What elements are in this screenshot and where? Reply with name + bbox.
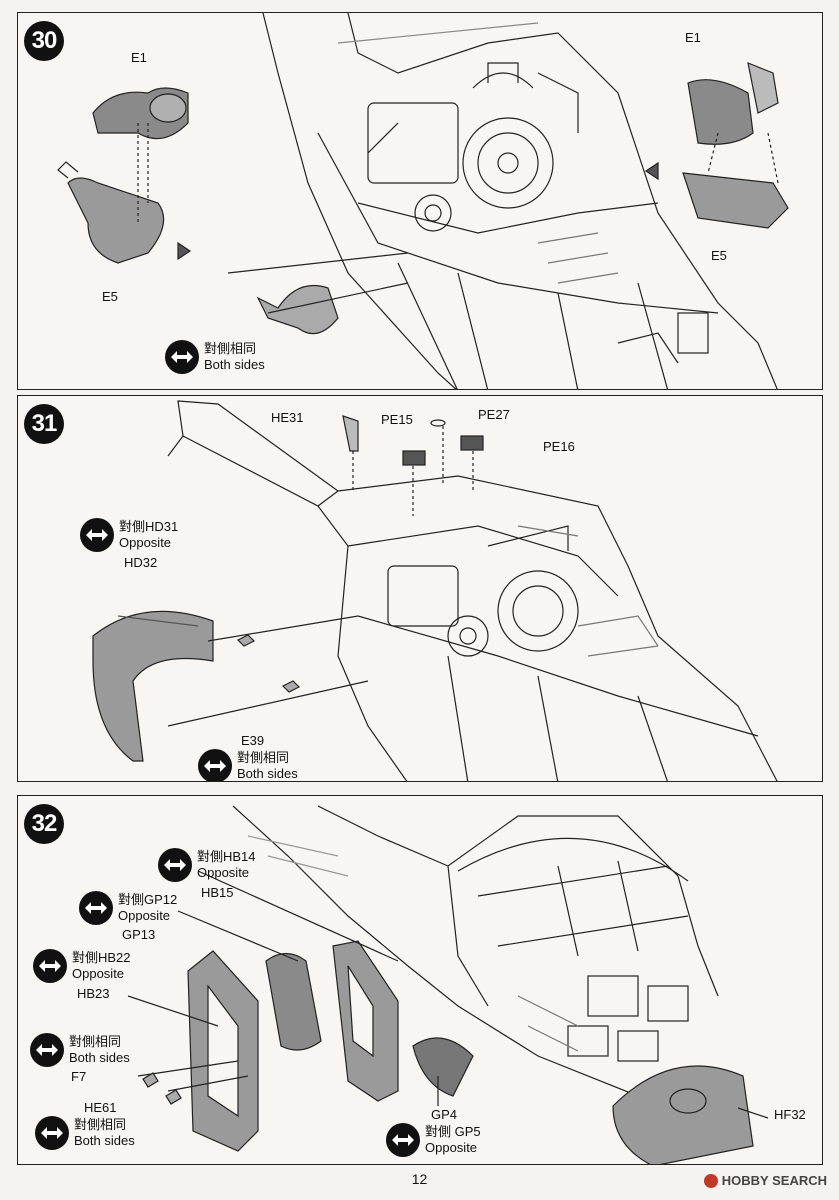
page-number: 12 xyxy=(411,1171,428,1187)
note-english: Both sides xyxy=(237,766,298,781)
step-31-panel: 31 xyxy=(17,395,823,782)
step-31-illustration xyxy=(92,400,778,781)
part-label-e1-right: E1 xyxy=(685,30,701,45)
step-32-illustration xyxy=(127,805,769,1164)
part-label-gp13: GP13 xyxy=(122,927,156,942)
part-label-e5: E5 xyxy=(102,289,118,304)
note-english: Both sides xyxy=(74,1133,135,1148)
step-number: 30 xyxy=(24,21,64,61)
note-chinese: 對側HB14 xyxy=(197,849,256,864)
part-label-e1: E1 xyxy=(131,50,147,65)
part-label-e5-right: E5 xyxy=(711,248,727,263)
double-arrow-icon xyxy=(30,1033,64,1067)
part-label-hf32: HF32 xyxy=(774,1107,806,1122)
note-chinese: 對側 GP5 xyxy=(425,1124,481,1139)
double-arrow-icon xyxy=(80,518,114,552)
part-label-f7: F7 xyxy=(71,1069,87,1084)
double-arrow-icon xyxy=(33,949,67,983)
part-label-he61: HE61 xyxy=(84,1100,117,1115)
step-30-panel: 30 xyxy=(17,12,823,390)
note-english: Opposite xyxy=(425,1140,478,1155)
note-chinese: 對側相同 xyxy=(237,750,290,765)
step-number: 32 xyxy=(24,804,64,844)
note-chinese: 對側相同 xyxy=(204,341,257,356)
double-arrow-icon xyxy=(35,1116,69,1150)
part-label-he31: HE31 xyxy=(271,410,304,425)
part-label-pe16: PE16 xyxy=(543,439,575,454)
part-label-hb15: HB15 xyxy=(201,885,234,900)
part-label-pe15: PE15 xyxy=(381,412,413,427)
note-english: Both sides xyxy=(69,1050,130,1065)
note-english: Both sides xyxy=(204,357,265,372)
watermark: HOBBY SEARCH xyxy=(703,1173,827,1188)
double-arrow-icon xyxy=(386,1123,420,1157)
double-arrow-icon xyxy=(198,749,232,781)
watermark-text: HOBBY SEARCH xyxy=(721,1173,827,1188)
step-32-panel: 32 xyxy=(17,795,823,1165)
hobby-search-logo-icon xyxy=(703,1173,718,1188)
step-number: 31 xyxy=(24,404,64,444)
note-chinese: 對側HB22 xyxy=(72,950,131,965)
note-chinese: 對側相同 xyxy=(74,1117,127,1132)
step-30-illustration xyxy=(57,13,789,389)
note-english: Opposite xyxy=(197,865,250,880)
note-chinese: 對側GP12 xyxy=(118,892,178,907)
note-chinese: 對側HD31 xyxy=(119,519,179,534)
double-arrow-icon xyxy=(79,891,113,925)
note-english: Opposite xyxy=(118,908,171,923)
note-chinese: 對側相同 xyxy=(69,1034,122,1049)
note-english: Opposite xyxy=(119,535,172,550)
double-arrow-icon xyxy=(165,340,199,374)
part-label-hb23: HB23 xyxy=(77,986,110,1001)
part-label-pe27: PE27 xyxy=(478,407,510,422)
double-arrow-icon xyxy=(158,848,192,882)
part-label-e39: E39 xyxy=(241,733,265,748)
part-label-gp4: GP4 xyxy=(431,1107,458,1122)
note-english: Opposite xyxy=(72,966,125,981)
part-label-hd32: HD32 xyxy=(124,555,158,570)
